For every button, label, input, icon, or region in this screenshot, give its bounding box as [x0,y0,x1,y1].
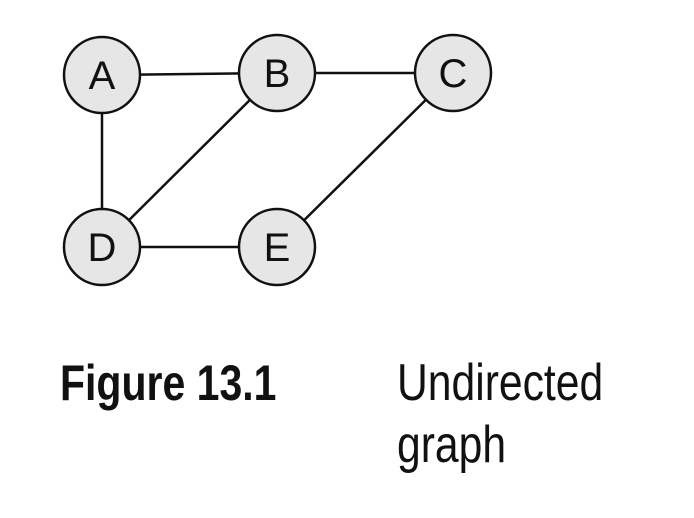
node-circle [62,35,142,115]
node-label: E [264,226,291,270]
node-circle [237,207,317,287]
figure-number: Figure 13.1 [60,355,277,411]
edge-b-d [101,72,278,248]
figure-title-line-1: Undirected [397,354,604,412]
node-label: B [264,52,291,96]
node-c: C [413,33,493,113]
node-e: E [237,207,317,287]
node-d: D [62,207,142,287]
figure-title: Undirected graph [397,352,643,476]
undirected-graph: A B C D E [62,33,493,287]
node-label: A [89,54,116,98]
figure-caption: Figure 13.1 Undirected graph [60,352,690,492]
node-a: A [62,35,142,115]
node-label: D [88,226,117,270]
node-label: C [439,52,468,96]
node-circle [237,33,317,113]
node-circle [413,33,493,113]
graph-nodes: A B C D E [62,33,493,287]
figure-title-line-2: graph [397,416,507,474]
node-b: B [237,33,317,113]
node-circle [62,207,142,287]
edge-c-e [276,72,454,248]
